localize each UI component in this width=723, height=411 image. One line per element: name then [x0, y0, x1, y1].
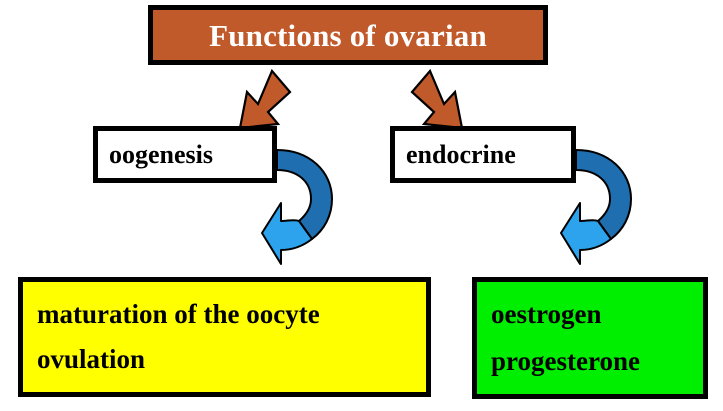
- branch-label-endocrine: endocrine: [406, 139, 516, 169]
- page-title: Functions of ovarian: [209, 17, 487, 53]
- outcome-line: progesterone: [491, 345, 640, 376]
- arrow-down-left-icon: [238, 68, 292, 130]
- outcome-box-endocrine: oestrogen progesterone: [472, 277, 708, 399]
- outcome-box-oogenesis: maturation of the oocyte ovulation: [18, 277, 431, 397]
- outcome-line: ovulation: [37, 344, 146, 375]
- branch-box-oogenesis: oogenesis: [93, 126, 277, 183]
- outcome-line: oestrogen: [491, 299, 602, 330]
- branch-box-endocrine: endocrine: [390, 126, 576, 183]
- title-box: Functions of ovarian: [148, 5, 548, 65]
- outcome-line: maturation of the oocyte: [37, 298, 320, 329]
- branch-label-oogenesis: oogenesis: [109, 139, 213, 169]
- arrow-down-right-icon: [410, 68, 464, 130]
